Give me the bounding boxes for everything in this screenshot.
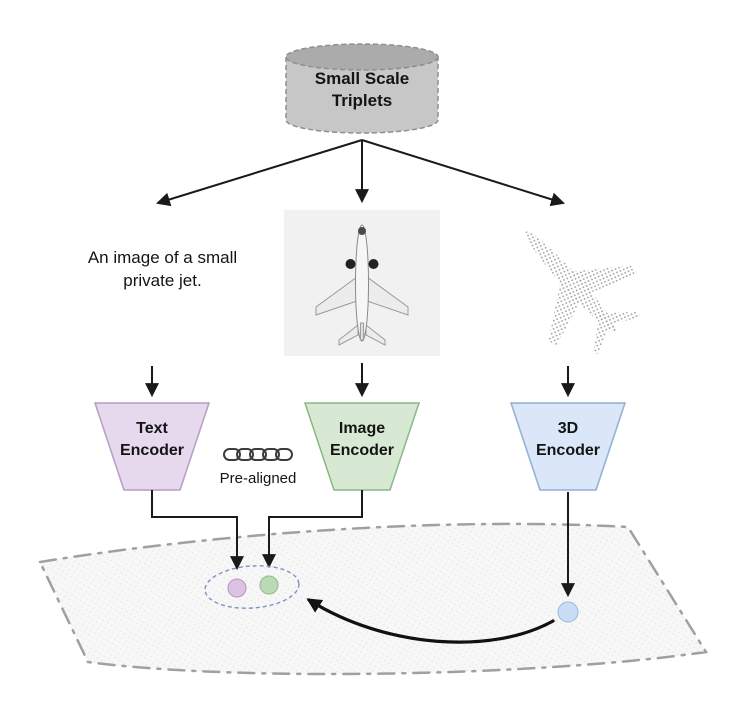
arrow-db-to-text <box>155 139 363 207</box>
connector-text-encoder-to-embedding <box>151 490 244 571</box>
text-caption: An image of a small private jet. <box>87 248 238 290</box>
image-encoder-label: Image Encoder <box>329 420 394 459</box>
connector-image-encoder-to-embedding <box>262 490 363 569</box>
text-embedding-point <box>227 578 247 598</box>
manifold-surface <box>38 522 709 676</box>
alignment-arrow <box>306 598 555 644</box>
chain-icon <box>223 448 293 461</box>
image-encoder-shape <box>303 402 421 491</box>
image-embedding-point <box>259 575 279 595</box>
shape-encoder-label: 3D Encoder <box>535 420 600 459</box>
airplane-top-view-icon <box>284 210 440 356</box>
airplane-point-cloud-icon <box>525 231 642 356</box>
arrow-db-to-pointcloud <box>361 139 566 207</box>
database-label: Small Scale Triplets <box>314 69 410 111</box>
database-cylinder <box>285 43 439 134</box>
text-encoder-shape <box>93 402 211 491</box>
alignment-ellipse <box>204 565 300 609</box>
shape-encoder-shape <box>509 402 627 491</box>
text-encoder-label: Text Encoder <box>119 420 184 459</box>
prealigned-label: Pre-aligned <box>219 470 297 487</box>
shape-embedding-point <box>557 601 579 623</box>
